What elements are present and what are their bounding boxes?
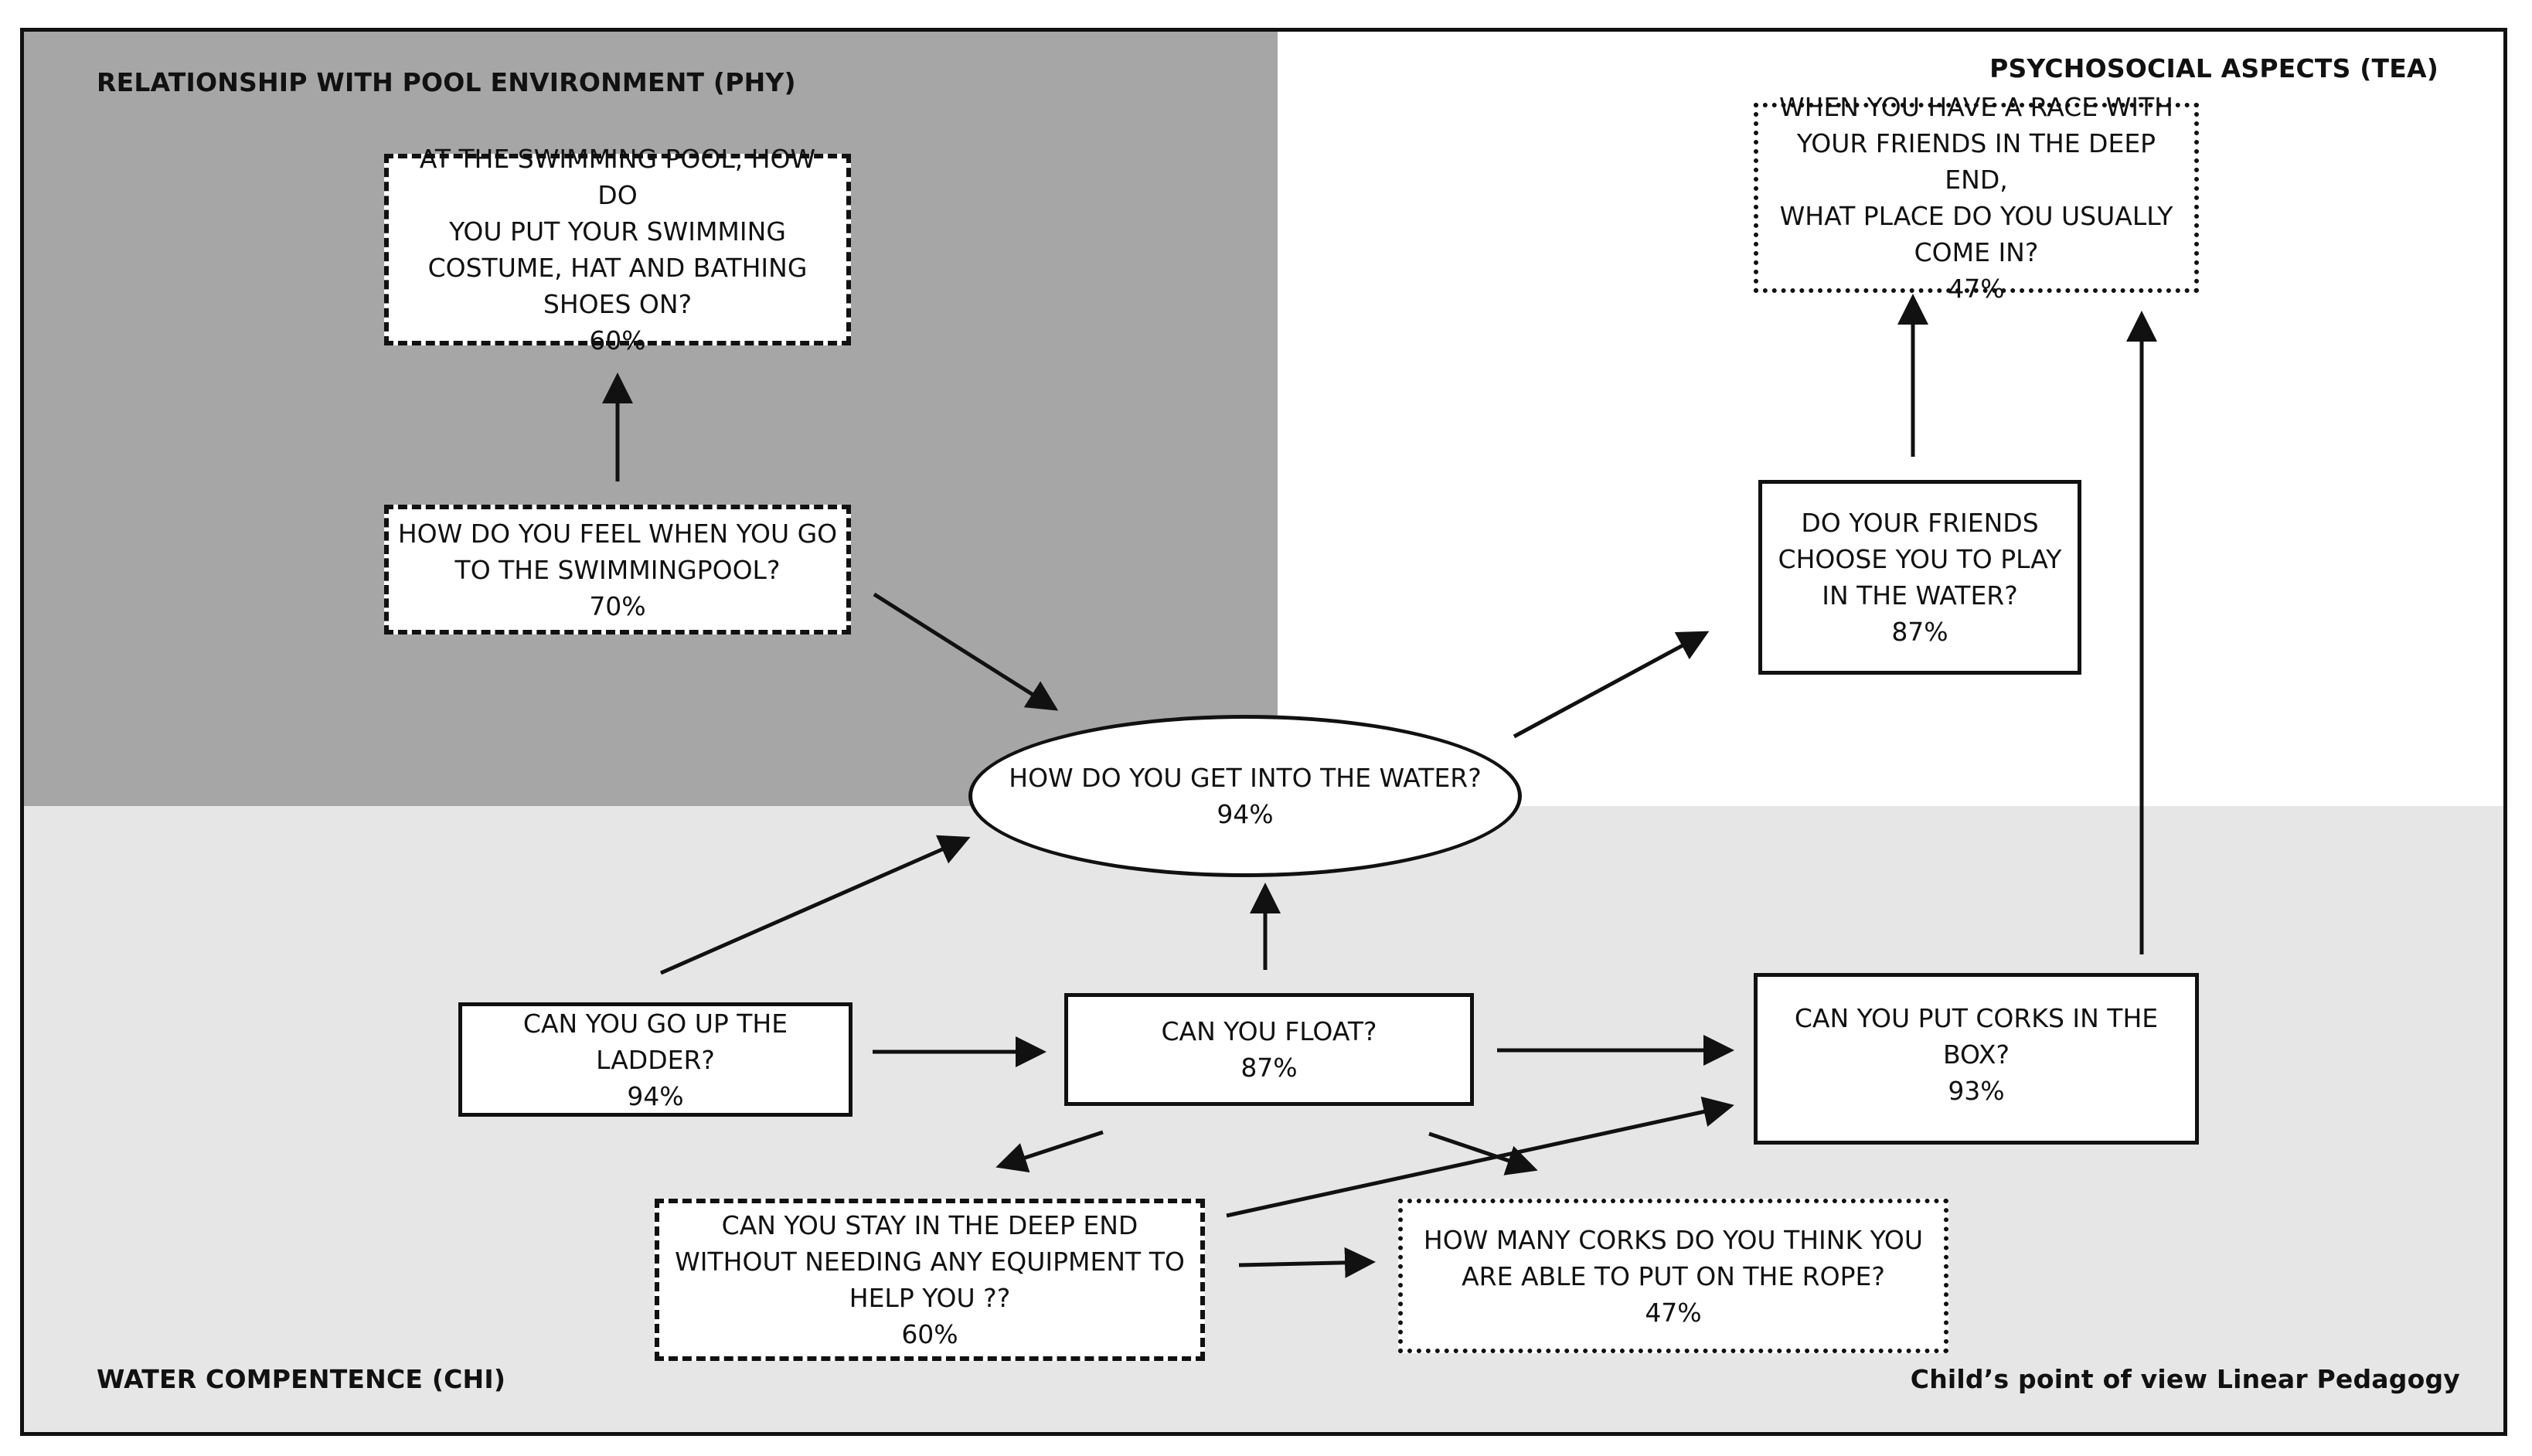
node-corks-box: CAN YOU PUT CORKS IN THE BOX? 93%: [1754, 973, 2199, 1145]
node-question: WHEN YOU HAVE A RACE WITH YOUR FRIENDS I…: [1778, 92, 2173, 267]
node-feel: HOW DO YOU FEEL WHEN YOU GO TO THE SWIMM…: [384, 505, 851, 634]
diagram-frame: RELATIONSHIP WITH POOL ENVIRONMENT (PHY)…: [20, 28, 2507, 1436]
arrow-float-to-deep-end: [995, 1130, 1104, 1173]
node-percent: 87%: [1240, 1053, 1298, 1083]
node-question: CAN YOU FLOAT?: [1161, 1016, 1377, 1046]
node-friends: DO YOUR FRIENDS CHOOSE YOU TO PLAY IN TH…: [1758, 480, 2081, 675]
region-label-phy: RELATIONSHIP WITH POOL ENVIRONMENT (PHY): [97, 67, 796, 97]
node-percent: 60%: [589, 325, 646, 355]
node-percent: 47%: [1645, 1297, 1702, 1328]
node-question: AT THE SWIMMING POOL, HOW DO YOU PUT YOU…: [419, 144, 816, 319]
region-label-tea: PSYCHOSOCIAL ASPECTS (TEA): [1989, 53, 2438, 83]
arrow-float-to-corks-rope: [1428, 1131, 1538, 1175]
node-corks-rope: HOW MANY CORKS DO YOU THINK YOU ARE ABLE…: [1398, 1199, 1948, 1353]
node-percent: 87%: [1891, 617, 1948, 647]
arrow-ladder-to-getin: [659, 835, 971, 975]
region-water-competence-notch: [24, 806, 1278, 814]
node-question: HOW MANY CORKS DO YOU THINK YOU ARE ABLE…: [1423, 1224, 1924, 1291]
node-question: HOW DO YOU FEEL WHEN YOU GO TO THE SWIMM…: [397, 518, 838, 585]
arrow-deep-end-to-corks-rope: [1238, 1247, 1376, 1278]
diagram-caption: Child’s point of view Linear Pedagogy: [1910, 1364, 2460, 1394]
node-ladder: CAN YOU GO UP THE LADDER? 94%: [458, 1002, 853, 1117]
node-percent: 47%: [1948, 274, 2005, 304]
node-question: CAN YOU STAY IN THE DEEP END WITHOUT NEE…: [675, 1210, 1185, 1313]
node-get-into-water: HOW DO YOU GET INTO THE WATER? 94%: [968, 715, 1522, 877]
arrow-deep-end-to-corks-box: [1226, 1096, 1734, 1218]
node-race: WHEN YOU HAVE A RACE WITH YOUR FRIENDS I…: [1754, 92, 2199, 304]
arrow-getin-to-friends: [1513, 631, 1710, 739]
node-question: CAN YOU GO UP THE LADDER?: [522, 1008, 788, 1075]
node-percent: 94%: [1217, 799, 1274, 829]
node-deep-end: CAN YOU STAY IN THE DEEP END WITHOUT NEE…: [655, 1199, 1205, 1361]
node-percent: 60%: [901, 1319, 958, 1349]
node-percent: 94%: [627, 1080, 684, 1111]
region-label-chi: WATER COMPENTENCE (CHI): [97, 1364, 506, 1394]
node-costume: AT THE SWIMMING POOL, HOW DO YOU PUT YOU…: [384, 144, 851, 355]
node-question: HOW DO YOU GET INTO THE WATER?: [1009, 763, 1482, 793]
node-question: CAN YOU PUT CORKS IN THE BOX?: [1794, 1003, 2159, 1070]
node-percent: 93%: [1948, 1076, 2005, 1106]
node-question: DO YOUR FRIENDS CHOOSE YOU TO PLAY IN TH…: [1778, 508, 2062, 611]
connector-arrows: [602, 294, 2157, 1278]
node-float: CAN YOU FLOAT? 87%: [1064, 993, 1474, 1106]
arrow-feel-to-getin: [873, 592, 1059, 711]
node-percent: 70%: [589, 590, 646, 621]
